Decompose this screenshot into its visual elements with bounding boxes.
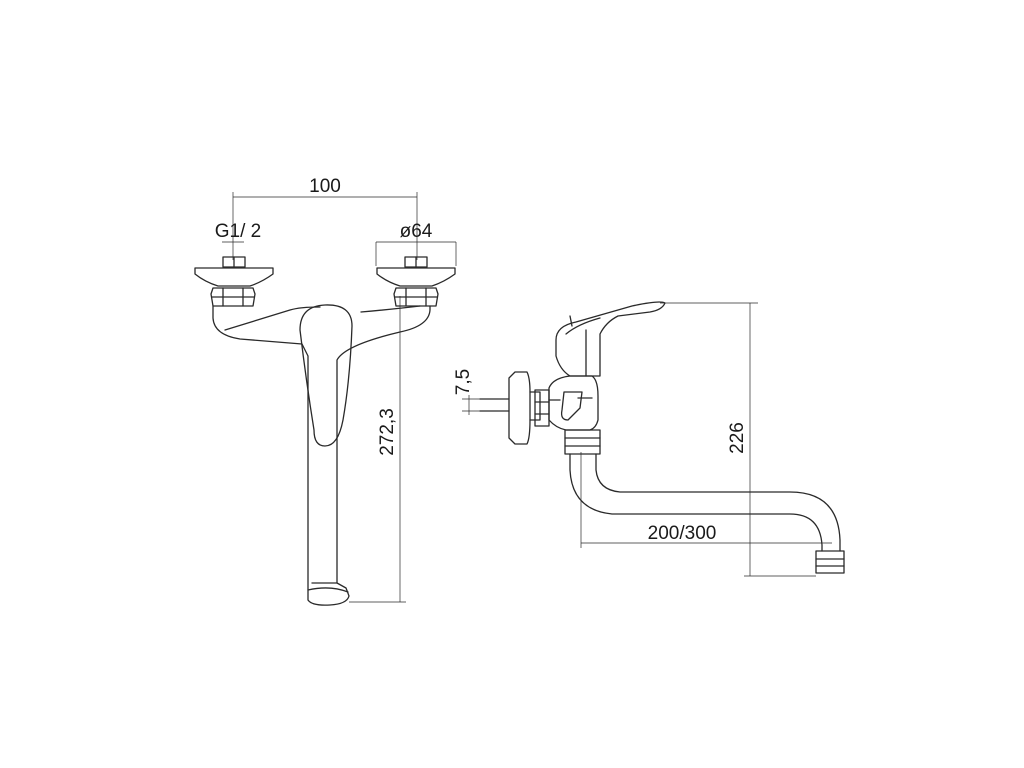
dimension-offset-75: 7,5 — [453, 369, 498, 415]
dimension-height-272: 272,3 — [349, 296, 406, 603]
front-view: 100 G1/ 2 ø64 — [194, 176, 457, 606]
offset-dimension-label: 7,5 — [453, 369, 474, 395]
height-dimension-label: 272,3 — [377, 408, 398, 456]
wall-flange — [479, 371, 550, 445]
dimension-diameter: ø64 — [375, 221, 457, 266]
dimension-width-100: 100 — [232, 176, 418, 260]
swivel-spout — [569, 453, 845, 574]
mixer-side-body — [548, 375, 599, 431]
dimension-thread: G1/ 2 — [215, 221, 261, 243]
diameter-dimension-label: ø64 — [400, 221, 433, 242]
right-wall-rosette — [376, 256, 456, 307]
width-dimension-label: 100 — [309, 176, 341, 197]
left-wall-rosette — [194, 256, 274, 307]
dimension-reach: 200/300 — [580, 452, 832, 548]
swivel-nut — [564, 429, 601, 455]
thread-dimension-label: G1/ 2 — [215, 221, 261, 242]
reach-dimension-label: 200/300 — [648, 523, 717, 544]
lever-handle — [555, 301, 666, 377]
side-height-dimension-label: 226 — [727, 422, 748, 454]
dimension-height-226: 226 — [660, 302, 816, 577]
side-view: 7,5 — [453, 301, 845, 577]
mixer-body — [212, 304, 431, 606]
